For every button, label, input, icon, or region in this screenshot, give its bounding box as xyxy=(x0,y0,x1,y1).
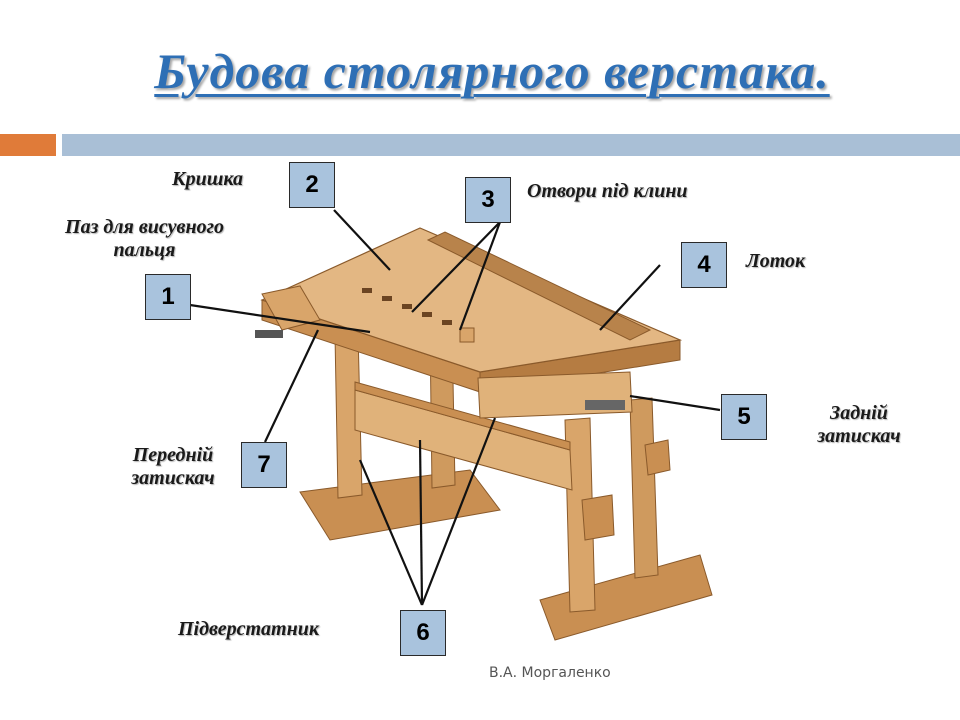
wedge-hole xyxy=(362,288,372,293)
front-vise-screw xyxy=(255,330,283,338)
wedge-hole xyxy=(422,312,432,317)
label-lid: Кришка xyxy=(172,168,243,190)
wedge-1 xyxy=(644,439,671,476)
wedge-hole xyxy=(382,296,392,301)
wedge-hole xyxy=(442,320,452,325)
wedge-2 xyxy=(581,494,615,541)
label-front-vise-text: Передній затискач xyxy=(131,444,215,489)
marker-5: 5 xyxy=(721,394,767,440)
marker-6: 6 xyxy=(400,610,446,656)
bench-peg xyxy=(459,327,475,343)
wedge-hole xyxy=(402,304,412,309)
tray xyxy=(426,231,652,341)
label-slot-text: Паз для висувного пальця xyxy=(65,216,224,261)
slide-title: Будова столярного верстака. xyxy=(154,43,830,99)
label-rear-vise: Задній затискач xyxy=(803,402,915,448)
header-accent-blue xyxy=(62,134,960,156)
label-front-vise: Передній затискач xyxy=(118,444,228,490)
marker-1: 1 xyxy=(145,274,191,320)
marker-3: 3 xyxy=(465,177,511,223)
author-credit: В.А. Моргаленко xyxy=(489,665,611,681)
label-slot: Паз для висувного пальця xyxy=(42,216,247,262)
marker-2: 2 xyxy=(289,162,335,208)
rear-vise-jaw xyxy=(477,371,633,419)
label-rear-vise-text: Задній затискач xyxy=(817,402,901,447)
marker-7: 7 xyxy=(241,442,287,488)
stretcher-top xyxy=(354,381,571,451)
base-skid-back xyxy=(539,554,713,641)
marker-4: 4 xyxy=(681,242,727,288)
header-accent-orange xyxy=(0,134,56,156)
label-holes: Отвори під клини xyxy=(527,180,688,202)
label-base: Підверстатник xyxy=(178,618,319,640)
leg-right-front xyxy=(564,417,596,613)
rear-vise-screw xyxy=(585,400,625,410)
label-tray: Лоток xyxy=(746,250,806,272)
leg-right-back xyxy=(629,397,659,579)
leader-lines xyxy=(189,209,721,606)
